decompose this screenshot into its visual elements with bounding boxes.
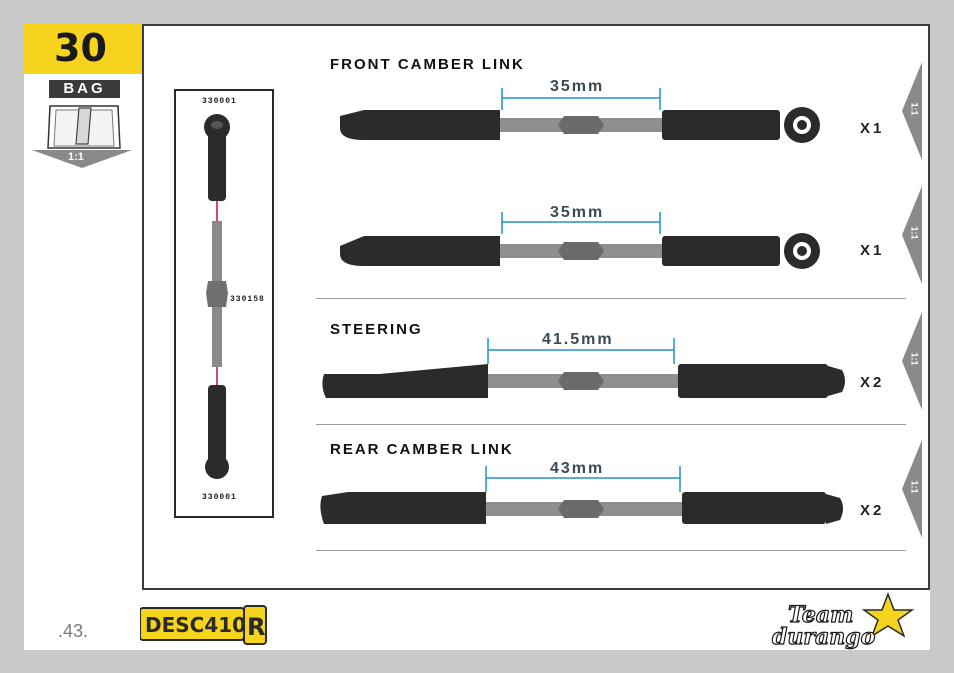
front-camber-link-1 xyxy=(340,88,820,143)
manual-page: 30 BAG 1:1 330001 330158 330001 xyxy=(24,24,930,650)
bag-label: BAG xyxy=(49,80,120,98)
instruction-frame: 330001 330158 330001 FRONT CAMBER LINK xyxy=(142,24,930,590)
scale-tab-3 xyxy=(902,312,922,410)
steering-title: STEERING xyxy=(330,321,423,338)
page-number: .43. xyxy=(58,621,89,641)
link-2-dimension: 35mm xyxy=(550,204,605,221)
link-1-dimension: 35mm xyxy=(550,78,605,95)
link-2-quantity: X1 xyxy=(860,242,885,259)
rear-camber-title: REAR CAMBER LINK xyxy=(330,441,514,458)
svg-text:Team: Team xyxy=(788,602,853,628)
divider-1 xyxy=(316,298,906,299)
svg-text:R: R xyxy=(247,613,265,641)
link-4-dimension: 43mm xyxy=(550,460,605,477)
desc410r-logo: DESC410 R xyxy=(140,605,267,645)
steering-link xyxy=(322,338,845,398)
bag-icon xyxy=(47,105,121,149)
scale-tab-1 xyxy=(902,62,922,160)
link-4-quantity: X2 xyxy=(860,502,885,519)
divider-2 xyxy=(316,424,906,425)
front-camber-link-2 xyxy=(340,212,820,269)
part-number-top: 330001 xyxy=(202,97,237,106)
part-number-middle: 330158 xyxy=(230,295,265,304)
team-durango-logo: Team durango xyxy=(771,592,915,650)
svg-text:DESC410: DESC410 xyxy=(145,613,246,637)
step-scale-label: 1:1 xyxy=(68,151,84,163)
links-illustration xyxy=(320,88,845,524)
scale-arrow-icon xyxy=(32,150,132,168)
scale-tab-4 xyxy=(902,440,922,538)
divider-3 xyxy=(316,550,906,551)
front-camber-title: FRONT CAMBER LINK xyxy=(330,56,525,73)
parts-box: 330001 330158 330001 xyxy=(174,89,274,518)
link-1-quantity: X1 xyxy=(860,120,885,137)
step-number: 30 xyxy=(54,26,107,70)
part-number-bottom: 330001 xyxy=(202,493,237,502)
parts-illustration xyxy=(204,114,230,479)
link-3-quantity: X2 xyxy=(860,374,885,391)
scale-tab-2 xyxy=(902,186,922,284)
svg-text:durango: durango xyxy=(772,624,875,650)
step-number-badge: 30 xyxy=(24,24,142,74)
link-3-dimension: 41.5mm xyxy=(542,331,614,348)
rear-camber-link xyxy=(320,466,843,524)
